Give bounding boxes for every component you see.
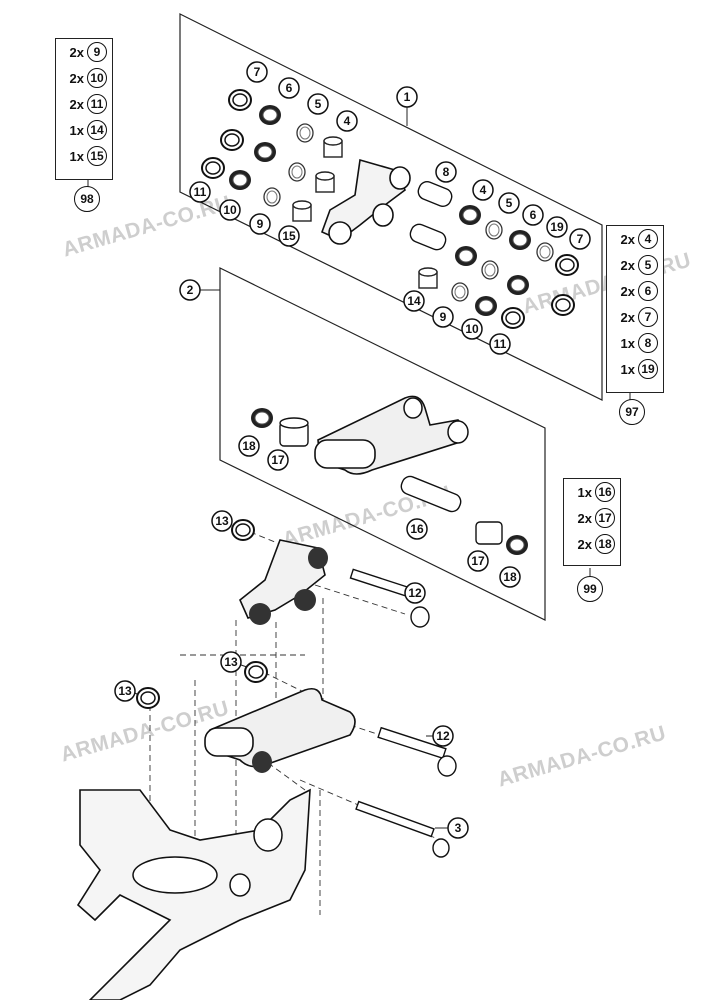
callout-17b: 17 (467, 550, 489, 572)
svg-text:13: 13 (215, 514, 229, 528)
callout-10a: 10 (219, 199, 241, 221)
svg-text:1: 1 (404, 90, 411, 104)
svg-text:7: 7 (577, 232, 584, 246)
kit-97-label: 97 (619, 399, 645, 425)
svg-text:6: 6 (530, 208, 537, 222)
callout-13b: 13 (220, 651, 242, 673)
callout-5a: 5 (307, 93, 329, 115)
callout-13a: 13 (211, 510, 233, 532)
svg-text:12: 12 (436, 729, 450, 743)
callout-9b: 9 (432, 306, 454, 328)
callout-4b: 4 (472, 179, 494, 201)
callout-13c: 13 (114, 680, 136, 702)
callout-9a: 9 (249, 213, 271, 235)
callouts: 1 7 6 5 4 11 10 9 15 8 4 5 6 19 7 14 9 1… (114, 61, 591, 839)
svg-text:12: 12 (408, 586, 422, 600)
svg-text:6: 6 (286, 81, 293, 95)
kit-99-label: 99 (577, 576, 603, 602)
svg-text:5: 5 (315, 97, 322, 111)
callout-6a: 6 (278, 77, 300, 99)
bearing-parts-group-1 (201, 89, 579, 329)
svg-text:3: 3 (455, 821, 462, 835)
svg-text:9: 9 (440, 310, 447, 324)
kit-98-label: 98 (74, 186, 100, 212)
svg-text:5: 5 (506, 196, 513, 210)
callout-18a: 18 (238, 435, 260, 457)
svg-text:8: 8 (443, 165, 450, 179)
callout-19: 19 (546, 216, 568, 238)
callout-12a: 12 (404, 582, 426, 604)
svg-text:16: 16 (410, 522, 424, 536)
svg-text:17: 17 (271, 453, 285, 467)
group-2-frame (219, 267, 546, 621)
svg-text:14: 14 (407, 294, 421, 308)
callout-3: 3 (447, 817, 469, 839)
svg-text:2: 2 (187, 283, 194, 297)
link-parts-group-2 (250, 395, 529, 556)
svg-text:10: 10 (223, 203, 237, 217)
svg-text:15: 15 (282, 229, 296, 243)
callout-11a: 11 (189, 181, 211, 203)
callout-6b: 6 (522, 204, 544, 226)
callout-7b: 7 (569, 228, 591, 250)
svg-text:4: 4 (344, 114, 351, 128)
svg-text:11: 11 (494, 337, 507, 351)
callout-2: 2 (179, 279, 201, 301)
callout-5b: 5 (498, 192, 520, 214)
svg-text:4: 4 (480, 183, 487, 197)
callout-18b: 18 (499, 566, 521, 588)
svg-text:13: 13 (118, 684, 132, 698)
svg-text:9: 9 (257, 217, 264, 231)
group-1-frame (179, 13, 603, 401)
callout-16: 16 (406, 518, 428, 540)
callout-17a: 17 (267, 449, 289, 471)
svg-text:7: 7 (254, 65, 261, 79)
callout-10b: 10 (461, 318, 483, 340)
callout-7a: 7 (246, 61, 268, 83)
callout-15: 15 (278, 225, 300, 247)
callout-1: 1 (396, 86, 418, 108)
svg-text:11: 11 (194, 185, 207, 199)
svg-text:18: 18 (242, 439, 256, 453)
assembled-linkage (76, 519, 457, 1000)
svg-text:18: 18 (503, 570, 517, 584)
callout-4a: 4 (336, 110, 358, 132)
callout-12b: 12 (432, 725, 454, 747)
svg-text:19: 19 (550, 220, 564, 234)
callout-8: 8 (435, 161, 457, 183)
svg-text:13: 13 (224, 655, 238, 669)
callout-11b: 11 (489, 333, 511, 355)
callout-14: 14 (403, 290, 425, 312)
svg-text:10: 10 (465, 322, 479, 336)
svg-text:17: 17 (471, 554, 485, 568)
